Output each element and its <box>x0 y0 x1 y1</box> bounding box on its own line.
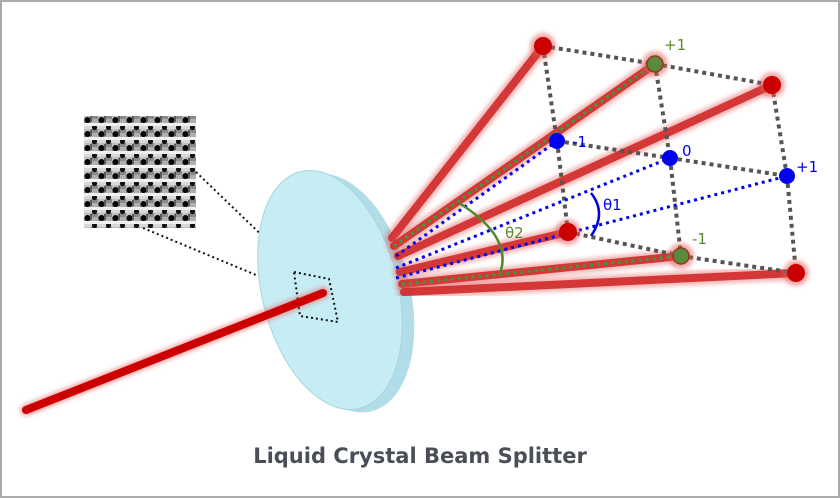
guide-y-minus-1 <box>401 254 682 286</box>
grid-line-y-plus-1-top-right <box>654 62 773 87</box>
grid-line-x-minus-1-x-zero <box>556 139 671 160</box>
spot-x-plus-1 <box>779 168 795 184</box>
spot-bottom-right <box>787 264 805 282</box>
lc-pattern-inset <box>84 116 196 228</box>
guide-x-zero <box>395 156 671 270</box>
output-beams <box>385 39 803 299</box>
grid-line-mid-left-y-minus-1 <box>567 230 682 258</box>
spot-y-plus-1 <box>646 55 664 73</box>
order-guide-lines <box>393 62 788 286</box>
y-order-minus-1-label: -1 <box>692 230 707 248</box>
theta1-label: θ1 <box>603 196 622 214</box>
x-order-zero-label: 0 <box>682 142 692 160</box>
beam-top-left <box>388 42 547 242</box>
spot-top-left <box>534 37 552 55</box>
beam-splitter-disk <box>257 169 415 413</box>
beam-mid-left <box>396 228 572 276</box>
spot-x-zero <box>662 150 678 166</box>
order-grid <box>541 44 798 275</box>
y-order-plus-1-label: +1 <box>664 36 686 54</box>
diagram-caption: Liquid Crystal Beam Splitter <box>253 444 587 468</box>
beam-bottom-right <box>400 269 800 296</box>
guide-x-plus-1 <box>395 174 788 280</box>
spot-top-right <box>763 76 781 94</box>
spot-x-minus-1 <box>549 133 565 149</box>
grid-line-x-zero-x-plus-1 <box>669 156 788 178</box>
grid-line-top-right-x-plus-1 <box>770 84 789 177</box>
theta2-label: θ2 <box>505 224 524 242</box>
grid-line-x-plus-1-bottom-right <box>785 175 798 274</box>
theta1-arc <box>589 192 601 237</box>
guide-x-minus-1 <box>395 139 558 258</box>
spot-mid-left <box>559 223 577 241</box>
beam-top-right <box>394 81 776 260</box>
grid-line-y-minus-1-bottom-right <box>680 254 797 275</box>
grid-line-top-left-x-minus-1 <box>541 45 559 142</box>
grid-line-x-zero-y-minus-1 <box>668 157 683 257</box>
beam-y-plus-1 <box>390 60 659 250</box>
diffraction-spots <box>530 33 809 286</box>
lc-pattern-image <box>84 116 196 228</box>
spot-y-minus-1 <box>672 247 690 265</box>
x-order-plus-1-label: +1 <box>796 158 818 176</box>
theta2-arc <box>458 201 504 277</box>
grid-line-top-left-y-plus-1 <box>542 44 656 66</box>
input-beam <box>20 287 329 416</box>
x-order-minus-1-label: -1 <box>572 133 587 151</box>
